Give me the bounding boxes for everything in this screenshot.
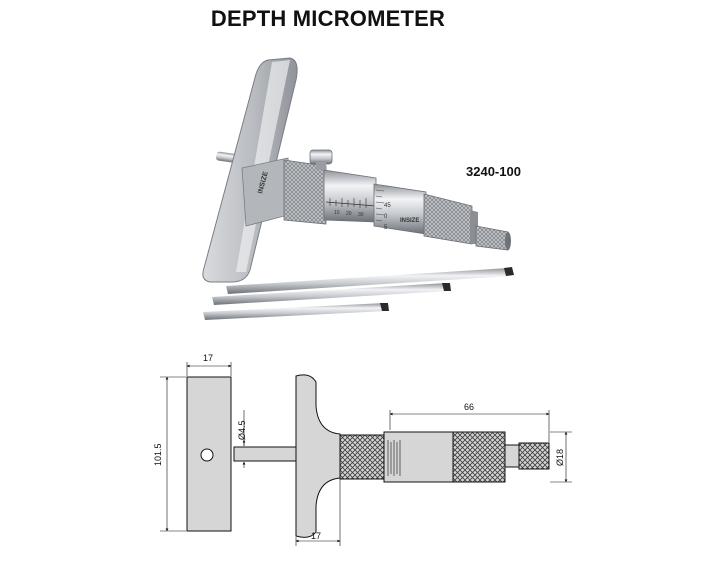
collar-knurl-drawing	[339, 434, 385, 480]
lock-nut	[309, 149, 333, 165]
extension-rod	[203, 303, 389, 320]
dim-base-height: 101.5	[153, 443, 163, 466]
extension-rod	[212, 283, 451, 305]
dim-thimble-length: 66	[464, 402, 474, 412]
thimble-scale-label: 45	[384, 203, 391, 209]
rod-hole	[200, 448, 214, 462]
thimble-knurl-drawing	[452, 431, 506, 483]
ratchet-drawing	[504, 444, 520, 468]
thimble-scale-label: 0	[384, 214, 388, 220]
base-front-view	[295, 374, 341, 538]
thimble-knurl	[423, 193, 473, 245]
extension-rod	[226, 267, 514, 294]
model-number: 3240-100	[466, 164, 521, 179]
sleeve-drawing	[383, 431, 455, 483]
dim-base-width: 17	[203, 353, 213, 363]
sleeve-scale-label: 20	[346, 211, 352, 217]
sleeve-scale-label: 30	[358, 212, 364, 218]
page-title: DEPTH MICROMETER	[210, 6, 446, 31]
ratchet-knurl-drawing	[518, 442, 550, 470]
thimble-scale-label: 5	[384, 225, 388, 231]
ratchet-stop	[475, 225, 509, 251]
dim-base-thickness: 17	[311, 531, 321, 541]
brand-mark: INSIZE	[400, 218, 419, 224]
measuring-rod-drawing	[233, 446, 297, 462]
technical-drawing	[160, 362, 572, 546]
sleeve-scale-label: 10	[334, 210, 340, 216]
dim-thimble-diameter: Ø18	[555, 449, 565, 466]
micrometer-photo: INSIZE 10 20 30 45 0 5 INSIZE	[202, 57, 514, 320]
dim-rod-diameter: Ø4.5	[237, 420, 247, 440]
